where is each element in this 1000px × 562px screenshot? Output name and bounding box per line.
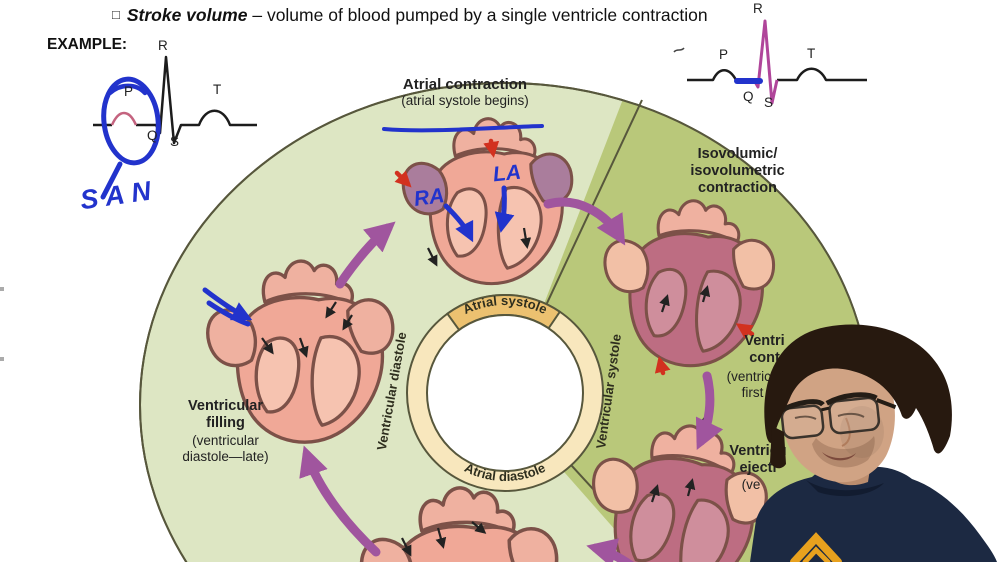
edge-artifact-mark bbox=[0, 287, 4, 291]
ecg-left-p-wave bbox=[110, 111, 138, 126]
stage-atrial-contraction-sub: (atrial systole begins) bbox=[401, 93, 529, 108]
stage-ventricular-filling-title: Ventricular filling bbox=[188, 398, 263, 431]
ecg-right-t-label: T bbox=[807, 46, 816, 61]
instructor-mouth bbox=[822, 452, 856, 461]
definition-line: □ Stroke volume – volume of blood pumped … bbox=[112, 5, 708, 26]
ecg-right-trace bbox=[673, 19, 867, 105]
ink-ra-arrow bbox=[443, 203, 474, 243]
ink-san-pointer bbox=[100, 161, 123, 200]
stage-ventricular-ejection-sub: (ve bbox=[741, 477, 761, 492]
ecg-left-r-label: R bbox=[158, 38, 168, 53]
stage-atrial-contraction-title: Atrial contraction bbox=[402, 76, 528, 93]
instructor-face bbox=[781, 353, 895, 483]
shirt-logo-chevron-icon bbox=[790, 532, 842, 562]
ecg-left-s-label: S bbox=[170, 134, 180, 149]
bullet-square-icon: □ bbox=[112, 7, 120, 22]
ecg-right-q-label: Q bbox=[743, 89, 754, 104]
instructor-hair bbox=[764, 324, 952, 454]
ecg-left-p-label: P bbox=[124, 84, 134, 99]
ink-la-arrow bbox=[494, 185, 515, 233]
instructor-shirt bbox=[750, 464, 997, 562]
cycle-arrows bbox=[299, 197, 724, 562]
stage-isovolumic-label: Isovolumic/ isovolumetric contraction bbox=[690, 146, 785, 196]
ecg-left-t-label: T bbox=[213, 82, 222, 97]
ecg-right-s-label: S bbox=[764, 95, 774, 110]
stage-atrial-contraction: Atrial contraction (atrial systole begin… bbox=[350, 76, 580, 109]
ecg-right-qrs bbox=[752, 19, 779, 105]
ink-underline bbox=[382, 124, 544, 133]
edge-artifact-mark bbox=[0, 357, 4, 361]
ink-annotations bbox=[100, 76, 544, 327]
stage-ventricular-contraction-title: Ventri cont bbox=[744, 333, 785, 366]
instructor bbox=[750, 324, 997, 562]
instructor-glasses bbox=[778, 392, 897, 440]
blood-flow-arrows bbox=[261, 227, 711, 557]
cycle-ring: Atrial systole Atrial diastole bbox=[406, 293, 604, 492]
definition-text: – volume of blood pumped by a single ven… bbox=[252, 5, 708, 25]
stage-ventricular-contraction-sub: (ventricu first bbox=[726, 369, 779, 400]
ecg-right-r-label: R bbox=[753, 1, 763, 16]
red-arrows bbox=[394, 138, 755, 376]
example-label: EXAMPLE: bbox=[47, 36, 128, 53]
ecg-right-p-label: P bbox=[719, 47, 729, 62]
ecg-left-q-label: Q bbox=[147, 128, 158, 143]
stage-ventricular-filling-sub: (ventricular diastole—late) bbox=[182, 433, 269, 464]
ink-filling-arrow bbox=[202, 287, 253, 321]
term-stroke-volume: Stroke volume bbox=[126, 5, 248, 25]
ink-circle-p-wave bbox=[101, 76, 161, 166]
